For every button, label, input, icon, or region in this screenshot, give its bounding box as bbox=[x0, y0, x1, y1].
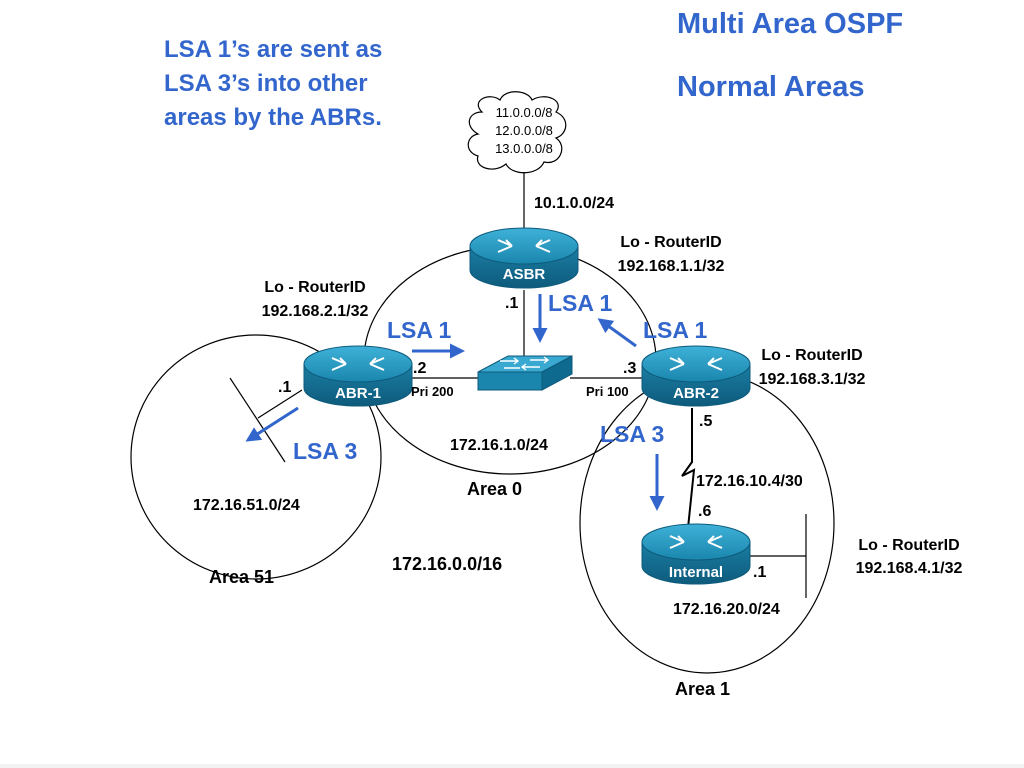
abr1-routerid-line2: 192.168.2.1/32 bbox=[261, 303, 369, 320]
note-text: LSA 1’s are sent as LSA 3’s into other a… bbox=[164, 36, 383, 131]
serial-link bbox=[681, 408, 696, 529]
area51-label: Area 51 bbox=[209, 567, 275, 587]
lsa-abr1-label: LSA 1 bbox=[387, 317, 452, 343]
router-asbr-icon bbox=[469, 227, 579, 289]
router-internal-icon bbox=[641, 523, 751, 585]
summary-network: 172.16.0.0/16 bbox=[392, 554, 503, 574]
cloud-route-2: 12.0.0.0/8 bbox=[495, 123, 553, 138]
lsa3-area51-label: LSA 3 bbox=[293, 438, 358, 464]
cloud-route-1: 11.0.0.0/8 bbox=[495, 105, 553, 120]
cloud-link-network: 10.1.0.0/24 bbox=[534, 195, 615, 212]
router-asbr-label: ASBR bbox=[502, 266, 546, 283]
internal-routerid-line2: 192.168.4.1/32 bbox=[855, 560, 963, 577]
internal-lan-interface: .1 bbox=[753, 564, 767, 581]
switch-icon bbox=[477, 355, 573, 391]
router-abr1-icon bbox=[303, 345, 413, 407]
router-abr2-icon bbox=[641, 345, 751, 407]
abr2-priority: Pri 100 bbox=[586, 384, 629, 399]
bottom-rule bbox=[0, 764, 1024, 768]
abr2-routerid-line1: Lo - RouterID bbox=[761, 347, 863, 364]
lsa-asbr-label: LSA 1 bbox=[548, 290, 613, 316]
asbr-lan-interface: .1 bbox=[505, 295, 519, 312]
title-line2: Normal Areas bbox=[677, 71, 865, 103]
area1-lan-network: 172.16.20.0/24 bbox=[673, 601, 780, 618]
asbr-routerid-line1: Lo - RouterID bbox=[620, 234, 722, 251]
router-abr2-label: ABR-2 bbox=[673, 385, 719, 402]
asbr-routerid-line2: 192.168.1.1/32 bbox=[617, 258, 725, 275]
router-internal-label: Internal bbox=[668, 564, 724, 581]
abr1-priority: Pri 200 bbox=[411, 384, 454, 399]
serial-network: 172.16.10.4/30 bbox=[696, 473, 803, 490]
cloud-shape bbox=[467, 91, 567, 174]
area0-label: Area 0 bbox=[467, 479, 523, 499]
arrow-abr1-out-icon bbox=[245, 406, 299, 442]
abr1-routerid-line1: Lo - RouterID bbox=[264, 279, 366, 296]
title-line1: Multi Area OSPF bbox=[677, 8, 904, 40]
abr2-serial-interface: .5 bbox=[699, 413, 713, 430]
area51-circle bbox=[130, 334, 382, 580]
cloud-route-3: 13.0.0.0/8 bbox=[495, 141, 553, 156]
abr2-routerid-line2: 192.168.3.1/32 bbox=[758, 371, 866, 388]
area51-lan-line bbox=[229, 377, 286, 463]
internal-serial-interface: .6 bbox=[698, 503, 712, 520]
abr1-lan-interface: .2 bbox=[413, 360, 427, 377]
router-abr1-label: ABR-1 bbox=[335, 385, 381, 402]
area51-lan-network: 172.16.51.0/24 bbox=[193, 497, 300, 514]
abr2-lan-interface: .3 bbox=[623, 360, 637, 377]
lsa-abr2-label: LSA 1 bbox=[643, 317, 708, 343]
area1-label: Area 1 bbox=[675, 679, 731, 699]
internal-routerid-line1: Lo - RouterID bbox=[858, 537, 960, 554]
arrow-abr2-up-icon bbox=[597, 318, 637, 348]
abr1-area51-link bbox=[257, 389, 303, 419]
abr1-area51-interface: .1 bbox=[278, 379, 292, 396]
lsa3-area1-label: LSA 3 bbox=[600, 421, 665, 447]
area0-lan-network: 172.16.1.0/24 bbox=[450, 437, 548, 454]
